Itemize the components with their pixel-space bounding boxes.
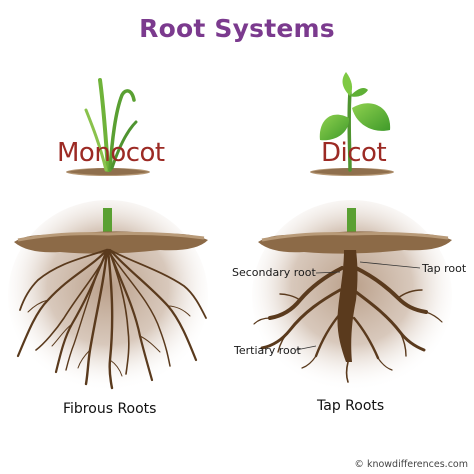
tertiary-root-leader: [295, 345, 317, 351]
monocot-label: Monocot: [57, 138, 165, 168]
dicot-label: Dicot: [321, 138, 387, 168]
tertiary-root-callout: Tertiary root: [234, 344, 301, 357]
tap-root-leader: [359, 261, 421, 269]
dicot-seedling: [310, 72, 394, 176]
fibrous-root-system: [8, 200, 208, 392]
page-title: Root Systems: [139, 14, 335, 43]
fibrous-roots-caption: Fibrous Roots: [63, 401, 157, 417]
tap-roots-caption: Tap Roots: [317, 398, 385, 414]
monocot-seedling: [66, 78, 150, 176]
secondary-root-leader: [315, 271, 341, 274]
tap-root-system: [252, 200, 452, 392]
secondary-root-callout: Secondary root: [232, 266, 316, 279]
site-credit: © knowdifferences.com: [354, 459, 468, 470]
tap-root-callout: Tap root: [422, 262, 467, 275]
